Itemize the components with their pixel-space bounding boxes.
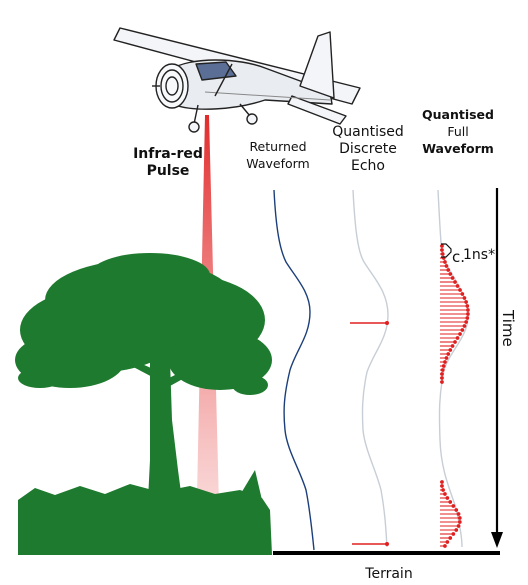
full-waveform-sample-dot <box>446 352 451 356</box>
pulse-label: Infra-red Pulse <box>118 146 218 180</box>
discrete-echo-1-dot <box>385 321 389 325</box>
full-waveform-sample-dot <box>443 492 447 496</box>
full-waveform-sample-dot <box>440 248 444 252</box>
discrete-echo-label: Quantised Discrete Echo <box>320 124 416 175</box>
full-waveform-sample-dot <box>443 544 447 548</box>
returned-waveform <box>273 189 315 551</box>
discrete-echo-2-dot <box>385 542 389 546</box>
discrete-label-line2: Discrete <box>339 141 397 157</box>
full-waveform-sample-dot <box>465 304 470 308</box>
full-waveform-sample-dot <box>453 280 457 284</box>
full-waveform-sample-dot <box>441 488 445 492</box>
returned-label-line2: Waveform <box>246 156 310 171</box>
full-waveform-sample-dot <box>445 540 450 544</box>
returned-label-line1: Returned <box>249 139 307 154</box>
discrete-label-line1: Quantised <box>332 124 404 140</box>
full-waveform-sample-dot <box>454 528 459 532</box>
full-waveform-sample-dot <box>443 260 447 264</box>
full-label-line3: Waveform <box>422 141 494 156</box>
sampling-interval-bracket <box>441 243 452 258</box>
light-aircraft-icon <box>113 27 361 133</box>
full-waveform-samples <box>440 244 470 548</box>
full-waveform-sample-dot <box>448 348 453 352</box>
full-waveform-sample-dot <box>440 484 444 488</box>
full-waveform-sample-dot <box>457 520 462 524</box>
full-waveform-sample-dot <box>458 288 462 292</box>
full-waveform-sample-dot <box>456 524 461 528</box>
full-waveform-sample-dot <box>440 372 444 376</box>
full-waveform-sample-dot <box>448 500 453 504</box>
pulse-label-line2: Pulse <box>146 163 190 179</box>
sampling-interval-label: 1ns* <box>463 247 495 263</box>
full-waveform-sample-dot <box>460 292 465 296</box>
full-label-line2: Full <box>447 124 469 139</box>
full-waveform-sample-dot <box>466 312 470 316</box>
full-waveform-sample-dot <box>465 316 470 320</box>
full-waveform-sample-dot <box>451 504 456 508</box>
time-axis-label: Time <box>499 309 517 347</box>
full-waveform-sample-dot <box>464 300 468 304</box>
full-waveform-sample-dot <box>457 516 462 520</box>
full-waveform-sample-dot <box>446 268 451 272</box>
full-waveform-sample-dot <box>458 332 462 336</box>
full-waveform-sample-dot <box>444 264 449 268</box>
full-waveform-sample-dot <box>455 284 460 288</box>
full-waveform-sample-dot <box>445 496 450 500</box>
discrete-echo-envelope <box>352 189 389 548</box>
full-waveform-sample-dot <box>440 380 444 384</box>
tree-silhouette-icon <box>15 253 272 555</box>
full-waveform-sample-dot <box>464 320 468 324</box>
full-waveform-sample-dot <box>448 536 453 540</box>
full-waveform-sample-dot <box>450 344 455 348</box>
full-label-line1: Quantised <box>422 107 494 122</box>
full-waveform-sample-dot <box>440 252 445 256</box>
full-waveform-sample-dot <box>456 512 461 516</box>
full-waveform-sample-dot <box>460 328 465 332</box>
full-waveform-sample-dot <box>440 376 444 380</box>
sampling-interval-prefix: c. <box>452 248 465 266</box>
full-waveform-sample-dot <box>453 340 457 344</box>
full-waveform-sample-dot <box>455 336 460 340</box>
full-waveform-sample-dot <box>454 508 459 512</box>
pulse-label-line1: Infra-red <box>133 146 203 162</box>
time-axis-arrowhead <box>491 532 503 548</box>
full-waveform-sample-dot <box>440 480 444 484</box>
full-waveform-sample-dot <box>440 368 445 372</box>
full-waveform-sample-dot <box>450 276 455 280</box>
full-waveform-sample-dot <box>448 272 453 276</box>
full-waveform-sample-dot <box>441 364 446 368</box>
full-waveform-sample-dot <box>466 308 470 312</box>
full-waveform-sample-dot <box>440 244 444 248</box>
full-waveform-sample-dot <box>462 324 467 328</box>
full-waveform-sample-dot <box>443 360 447 364</box>
full-waveform-sample-dot <box>444 356 449 360</box>
returned-waveform-label: Returned Waveform <box>236 138 320 172</box>
full-waveform-sample-dot <box>451 532 456 536</box>
full-waveform-sample-dot <box>462 296 467 300</box>
full-waveform-label: Quantised Full Waveform <box>410 106 506 157</box>
discrete-label-line3: Echo <box>351 158 385 174</box>
terrain-label: Terrain <box>364 566 412 581</box>
